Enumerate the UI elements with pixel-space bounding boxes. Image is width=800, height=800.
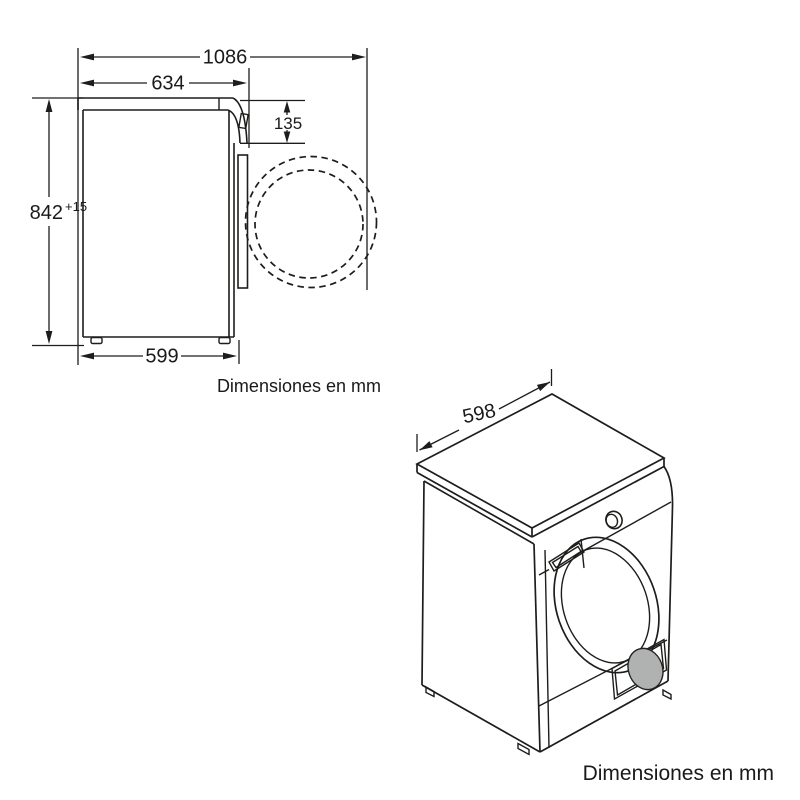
side-panel-rear-edge bbox=[421, 480, 425, 686]
worktop-front-edge bbox=[416, 471, 533, 538]
dimension-base-depth: 599 bbox=[80, 346, 237, 368]
dim-634-label: 634 bbox=[151, 73, 184, 95]
arrowhead-right bbox=[223, 352, 237, 360]
arrowhead-up bbox=[45, 99, 53, 112]
machine-perspective bbox=[415, 393, 674, 756]
side-view-caption: Dimensiones en mm bbox=[217, 376, 381, 396]
dimension-door-protrusion: 135 bbox=[274, 101, 302, 143]
arrowhead-up bbox=[283, 101, 291, 113]
arrowhead-down bbox=[283, 131, 291, 143]
foot-right bbox=[662, 688, 672, 701]
dimension-width: 598 bbox=[416, 369, 553, 452]
arrowhead-left bbox=[419, 441, 433, 451]
front-bottom-edge bbox=[539, 680, 669, 753]
control-panel-bottom-right bbox=[583, 501, 672, 552]
arrowhead-left bbox=[80, 53, 94, 61]
filter-door bbox=[627, 647, 664, 691]
arrowhead-down bbox=[45, 331, 53, 344]
dim-135-label: 135 bbox=[274, 114, 302, 133]
dimension-total-depth-door-open: 1086 bbox=[80, 47, 366, 69]
dim-599-label: 599 bbox=[145, 346, 178, 368]
open-door-edge bbox=[237, 154, 249, 289]
arrowhead-left bbox=[80, 79, 94, 87]
control-knob-inner bbox=[605, 513, 619, 528]
dim-598-label: 598 bbox=[461, 400, 498, 428]
foot-center bbox=[517, 742, 530, 756]
foot-front bbox=[218, 336, 231, 345]
dim-842-label: 842 bbox=[30, 202, 63, 224]
side-view-drawing: 1086 634 135 842 +15 bbox=[30, 47, 381, 397]
worktop-surface bbox=[415, 393, 666, 529]
foot-rear bbox=[90, 336, 103, 345]
perspective-view-drawing: 598 bbox=[415, 369, 774, 785]
dimension-depth: 634 bbox=[80, 73, 247, 95]
arrowhead-right bbox=[352, 53, 366, 61]
dim-842-tolerance-label: +15 bbox=[65, 199, 87, 214]
arrowhead-right bbox=[536, 382, 550, 392]
front-left-corner-edge bbox=[533, 543, 541, 753]
door-swing-outer-arc bbox=[244, 155, 378, 289]
control-panel-bottom-left bbox=[538, 568, 550, 576]
machine-side-profile bbox=[77, 97, 378, 345]
arrowhead-right bbox=[233, 79, 247, 87]
foot-left bbox=[425, 685, 435, 698]
perspective-view-caption: Dimensiones en mm bbox=[583, 762, 774, 785]
side-panel-top-edge bbox=[423, 480, 535, 545]
front-right-edge bbox=[663, 466, 674, 682]
arrowhead-left bbox=[80, 352, 94, 360]
worktop-right-edge bbox=[531, 465, 665, 538]
dim-1086-label: 1086 bbox=[203, 47, 248, 69]
front-bullnose-outer bbox=[232, 97, 248, 144]
front-left-corner-highlight bbox=[544, 549, 550, 749]
side-panel-bottom-edge bbox=[421, 684, 541, 753]
door-handle bbox=[238, 112, 249, 130]
door-swing-inner-arc bbox=[254, 169, 364, 279]
dimension-height: 842 +15 bbox=[30, 99, 87, 344]
